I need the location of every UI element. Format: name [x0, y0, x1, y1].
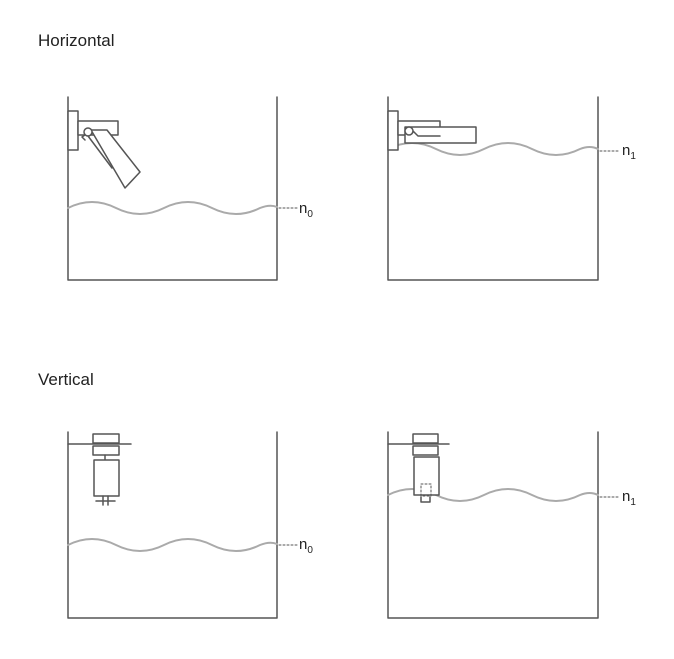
level-label-n1: n1 — [622, 142, 636, 162]
mount-flange — [67, 110, 79, 151]
float-switch-horizontal-tilted — [67, 110, 141, 189]
section-title-horizontal: Horizontal — [38, 31, 115, 50]
float-arm-inner — [412, 130, 441, 137]
switch-head — [412, 433, 439, 444]
water-surface — [67, 538, 278, 552]
section-title-vertical: Vertical — [38, 370, 94, 389]
tank-outline — [67, 96, 278, 281]
tank-horizontal-left: n0 — [67, 96, 313, 281]
float-switch-vertical-down — [67, 433, 132, 506]
level-label-n0: n0 — [299, 200, 313, 220]
float-body — [404, 126, 477, 144]
tank-outline — [387, 431, 599, 619]
float-switch-vertical-raised — [387, 433, 450, 503]
mount-flange — [387, 110, 399, 151]
switch-nut — [92, 445, 120, 456]
tank-outline — [387, 96, 599, 281]
float-arm-inner — [87, 135, 113, 169]
stop-collar — [95, 495, 116, 506]
pivot-icon — [83, 127, 93, 137]
tank-horizontal-right: n1 — [387, 96, 636, 281]
tank-vertical-right: n1 — [387, 431, 636, 619]
level-label-n0: n0 — [299, 536, 313, 556]
switch-head — [92, 433, 120, 444]
float-body — [93, 459, 120, 497]
float-body — [413, 456, 440, 496]
pivot-icon — [404, 126, 414, 136]
float-switch-horizontal-level — [387, 110, 477, 151]
tank-outline — [67, 431, 278, 619]
tank-vertical-left: n0 — [67, 431, 313, 619]
water-surface — [67, 201, 278, 215]
level-label-n1: n1 — [622, 488, 636, 508]
switch-nut — [412, 445, 439, 456]
hidden-stem — [420, 483, 432, 497]
water-surface — [387, 142, 599, 156]
stop-collar — [420, 496, 431, 503]
